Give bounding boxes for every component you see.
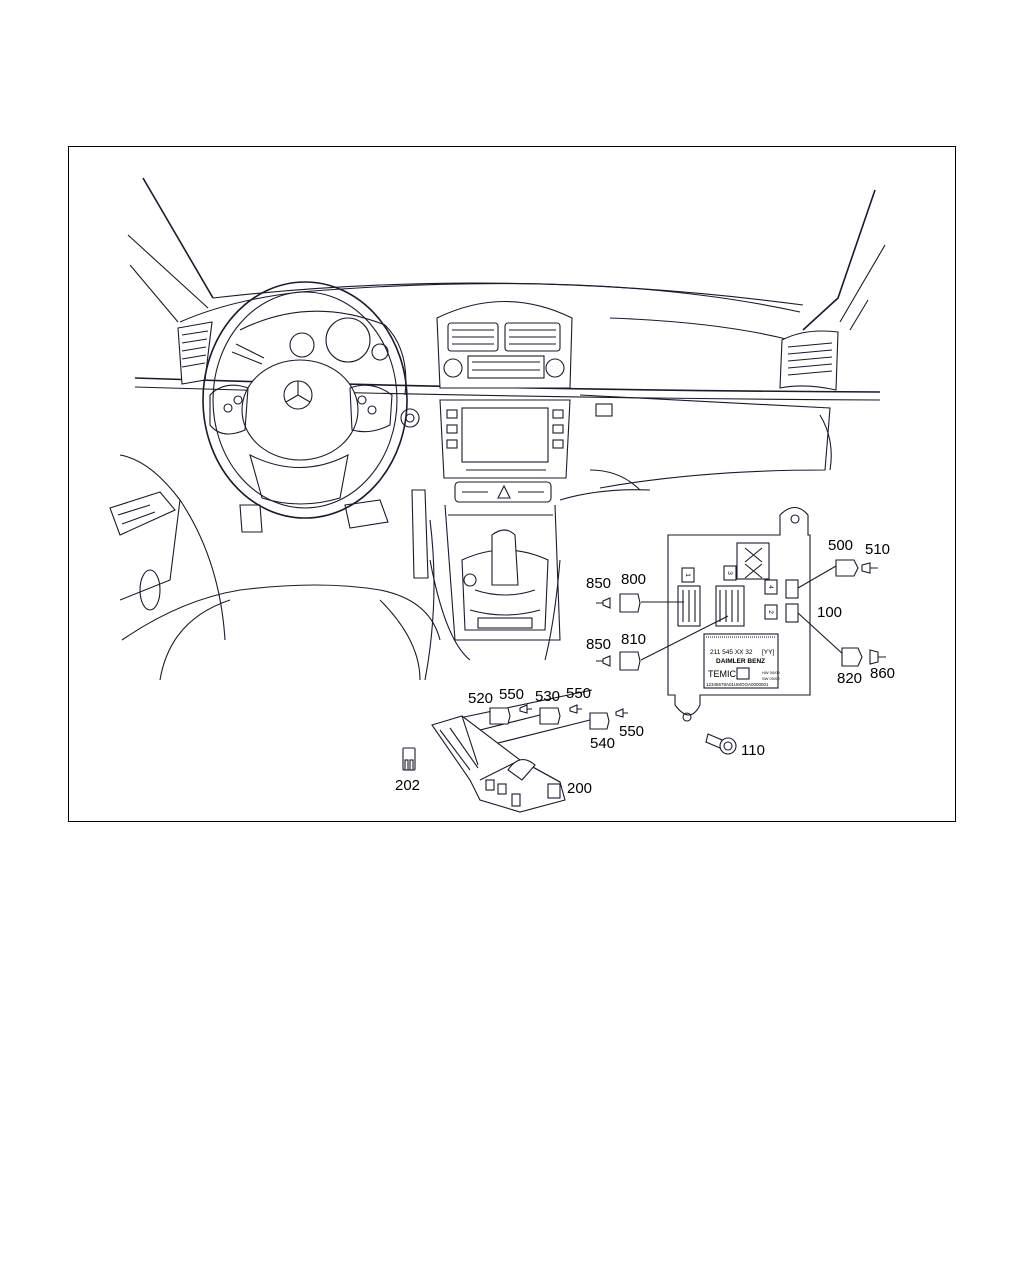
fuse-202 — [402, 747, 416, 771]
connector-820 — [841, 647, 863, 667]
control-module: 1 3 4 2 211 545 XX 32 [YY] DAIMLER BENZ … — [667, 506, 811, 722]
pin-850 — [596, 655, 611, 667]
slot-label: 1 — [684, 573, 691, 577]
slot-label: 4 — [767, 585, 774, 589]
pin-550 — [519, 704, 532, 714]
left-air-vent — [177, 321, 213, 385]
part-label-202: 202 — [395, 777, 420, 794]
part-label-550: 550 — [619, 723, 644, 740]
part-label-860: 860 — [870, 665, 895, 682]
pin-850 — [596, 597, 611, 609]
part-label-520: 520 — [468, 690, 493, 707]
connector-800 — [619, 593, 641, 613]
screw-110 — [705, 733, 737, 755]
pin-550 — [569, 704, 582, 714]
connector-500 — [835, 559, 859, 577]
module-brand: DAIMLER BENZ — [716, 658, 765, 665]
slot-label: 3 — [726, 571, 733, 575]
right-air-vent — [779, 330, 839, 391]
pin-510 — [861, 562, 878, 574]
steering-wheel — [202, 281, 408, 519]
part-label-850: 850 — [586, 575, 611, 592]
module-maker: TEMIC — [708, 669, 736, 679]
part-label-110: 110 — [741, 742, 765, 759]
part-label-540: 540 — [590, 735, 615, 752]
module-part-number: 211 545 XX 32 — [710, 649, 753, 656]
connector-530 — [539, 707, 561, 725]
part-label-200: 200 — [567, 780, 592, 797]
module-code: SW 00/00 — [762, 676, 780, 681]
part-label-550: 550 — [499, 686, 524, 703]
part-label-500: 500 — [828, 537, 853, 554]
pin-860 — [869, 649, 886, 665]
instrument-cluster — [239, 310, 407, 396]
connector-540 — [589, 712, 610, 730]
diagram-frame — [68, 146, 956, 822]
part-label-530: 530 — [535, 688, 560, 705]
part-label-550: 550 — [566, 685, 591, 702]
part-label-100: 100 — [817, 604, 842, 621]
part-labels: 500 510 100 850 800 850 810 820 860 520 … — [395, 537, 895, 797]
part-label-810: 810 — [621, 631, 646, 648]
connector-810 — [619, 651, 641, 671]
part-label-510: 510 — [865, 541, 890, 558]
slot-label: 2 — [767, 610, 774, 614]
part-label-800: 800 — [621, 571, 646, 588]
connector-520 — [489, 707, 511, 725]
module-code: HW 00/00 — [762, 670, 781, 675]
module-barcode-text: 12345678A01UMOOA0000001 — [706, 682, 769, 687]
car-interior-illustration — [109, 177, 886, 681]
part-label-850: 850 — [586, 636, 611, 653]
module-part-suffix: [YY] — [762, 649, 774, 656]
part-label-820: 820 — [837, 670, 862, 687]
center-stack — [429, 301, 573, 661]
pin-550 — [615, 708, 628, 718]
fuse-box-200 — [431, 715, 566, 813]
plug-connectors — [489, 559, 886, 730]
